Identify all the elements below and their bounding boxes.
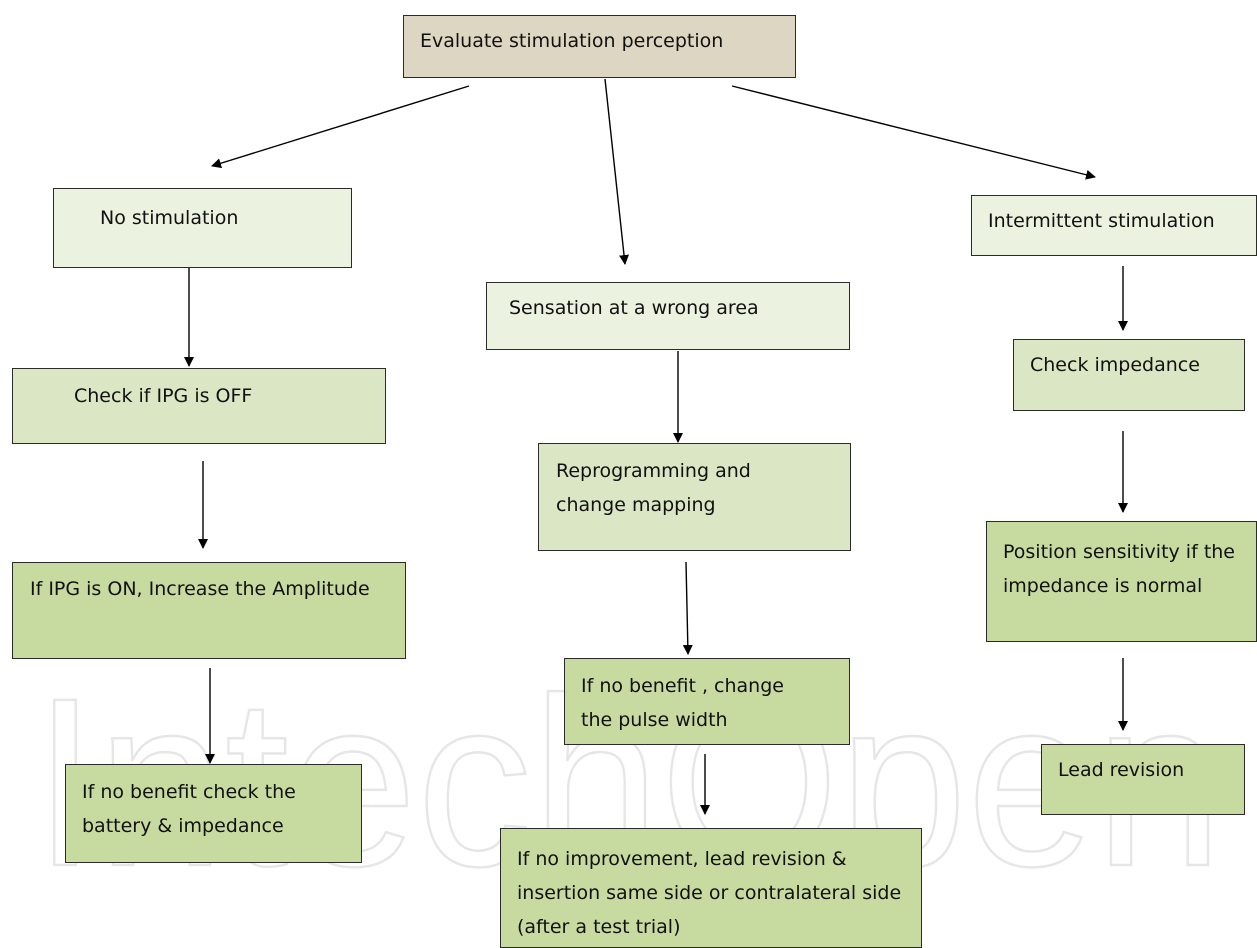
node-check-ipg-off-label: Check if IPG is OFF	[74, 385, 253, 407]
node-no-stimulation: No stimulation	[53, 188, 352, 268]
root-node: Evaluate stimulation perception	[403, 15, 796, 78]
arrow-root-to-right	[731, 85, 1096, 180]
node-position-sensitivity-label: Position sensitivity if the impedance is…	[1003, 541, 1235, 597]
node-reprogramming-label: Reprogramming and change mapping	[556, 460, 751, 516]
node-lead-revision-insertion: If no improvement, lead revision & inser…	[500, 828, 922, 948]
arrow-root-to-left	[211, 85, 470, 169]
node-increase-amplitude-label: If IPG is ON, Increase the Amplitude	[30, 578, 370, 600]
node-intermittent-stimulation-label: Intermittent stimulation	[988, 210, 1215, 232]
node-intermittent-stimulation: Intermittent stimulation	[971, 195, 1257, 256]
node-no-stimulation-label: No stimulation	[100, 207, 239, 229]
node-check-impedance-label: Check impedance	[1030, 354, 1200, 376]
node-wrong-area: Sensation at a wrong area	[486, 282, 850, 350]
node-lead-revision-insertion-label: If no improvement, lead revision & inser…	[517, 848, 902, 938]
arrow-middle-2	[682, 561, 693, 655]
node-pulse-width: If no benefit , change the pulse width	[564, 658, 850, 745]
node-lead-revision: Lead revision	[1041, 744, 1245, 815]
node-check-battery-impedance: If no benefit check the battery & impeda…	[65, 764, 362, 863]
node-lead-revision-label: Lead revision	[1058, 759, 1185, 781]
node-pulse-width-label: If no benefit , change the pulse width	[581, 675, 784, 731]
node-check-impedance: Check impedance	[1013, 339, 1245, 411]
root-node-label: Evaluate stimulation perception	[420, 30, 724, 52]
arrow-root-to-middle	[604, 78, 630, 265]
node-check-battery-impedance-label: If no benefit check the battery & impeda…	[82, 781, 296, 837]
node-increase-amplitude: If IPG is ON, Increase the Amplitude	[12, 562, 406, 659]
node-position-sensitivity: Position sensitivity if the impedance is…	[986, 521, 1257, 642]
node-wrong-area-label: Sensation at a wrong area	[509, 297, 759, 319]
node-reprogramming: Reprogramming and change mapping	[538, 443, 851, 551]
node-check-ipg-off: Check if IPG is OFF	[12, 368, 386, 444]
